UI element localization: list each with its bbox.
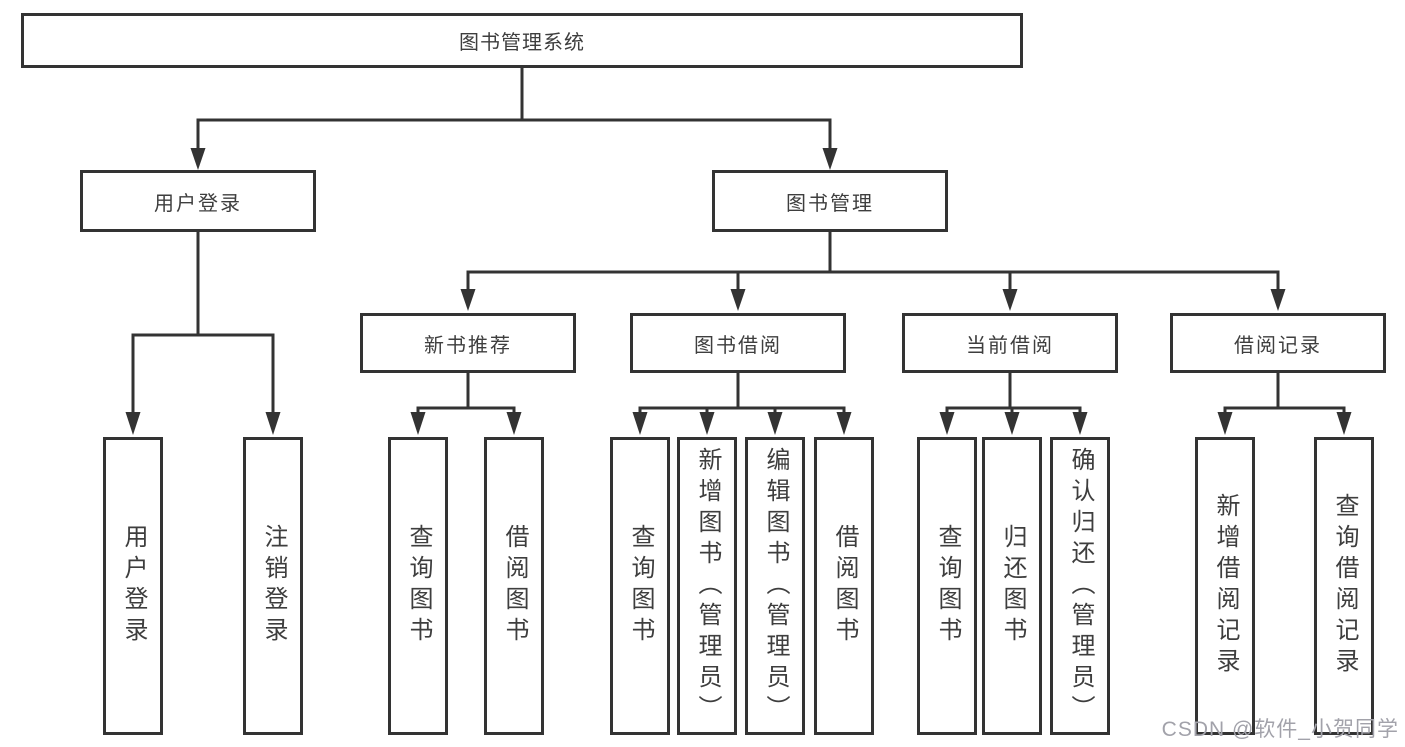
arrow-down-icon [730,289,746,311]
arrow-down-icon [836,412,852,435]
leaf-borrow-books-1: 借阅图书 [484,437,544,735]
watermark: CSDN @软件_小贺同学 [1161,718,1399,741]
arrow-down-icon [265,412,281,435]
arrow-down-icon [1270,289,1286,311]
leaf-add-book-admin: 新增图书（管理员） [677,437,737,735]
node-user-login: 用户登录 [80,170,316,232]
arrow-down-icon [460,289,476,311]
arrow-down-icon [699,412,715,435]
leaf-return-book: 归还图书 [982,437,1042,735]
leaf-confirm-return-admin: 确认归还（管理员） [1050,437,1110,735]
node-borrow-records: 借阅记录 [1170,313,1386,373]
leaf-edit-book-admin: 编辑图书（管理员） [745,437,805,735]
arrow-down-icon [1217,412,1233,435]
arrow-down-icon [190,148,206,170]
arrow-down-icon [767,412,783,435]
arrow-down-icon [632,412,648,435]
leaf-query-books-2: 查询图书 [610,437,670,735]
arrow-down-icon [410,412,426,435]
leaf-query-books-3: 查询图书 [917,437,977,735]
arrow-down-icon [1004,412,1020,435]
node-library-system: 图书管理系统 [21,13,1023,68]
arrow-down-icon [1336,412,1352,435]
leaf-query-books-1: 查询图书 [388,437,448,735]
node-current-borrow: 当前借阅 [902,313,1118,373]
arrow-down-icon [506,412,522,435]
leaf-user-login: 用户登录 [103,437,163,735]
node-new-book-recommend: 新书推荐 [360,313,576,373]
leaf-borrow-books-2: 借阅图书 [814,437,874,735]
arrow-down-icon [125,412,141,435]
arrow-down-icon [1072,412,1088,435]
node-book-management: 图书管理 [712,170,948,232]
leaf-add-borrow-record: 新增借阅记录 [1195,437,1255,735]
arrow-down-icon [822,148,838,170]
arrow-down-icon [1002,289,1018,311]
node-book-borrow: 图书借阅 [630,313,846,373]
leaf-logout: 注销登录 [243,437,303,735]
leaf-query-borrow-record: 查询借阅记录 [1314,437,1374,735]
arrow-down-icon [939,412,955,435]
